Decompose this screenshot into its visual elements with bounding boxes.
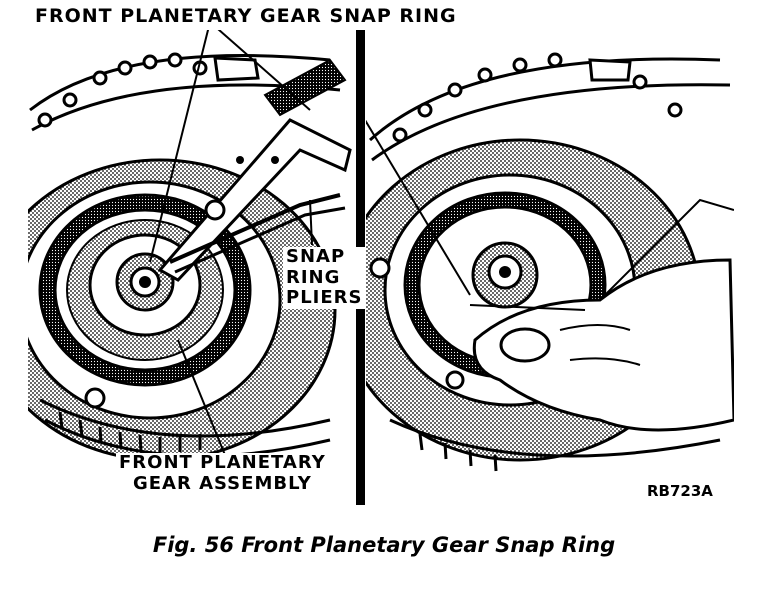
- gear-illustration: [28, 30, 734, 505]
- left-view: [28, 30, 352, 462]
- callout-gear-line1: FRONT PLANETARY: [119, 452, 326, 473]
- callout-pliers-line3: PLIERS: [286, 287, 363, 309]
- callout-planetary-gear-assembly: FRONT PLANETARY GEAR ASSEMBLY: [116, 452, 329, 495]
- callout-pliers-line1: SNAP: [286, 246, 346, 267]
- callout-gear-line2: GEAR ASSEMBLY: [132, 472, 312, 494]
- callout-pliers-line2: RING: [286, 266, 341, 288]
- drawing-code: RB723A: [647, 482, 713, 500]
- callout-snap-ring-pliers: SNAP RING PLIERS: [283, 246, 366, 310]
- callout-snap-ring: FRONT PLANETARY GEAR SNAP RING: [32, 5, 460, 28]
- right-view: [366, 52, 734, 472]
- figure-caption: Fig. 56 Front Planetary Gear Snap Ring: [152, 533, 616, 557]
